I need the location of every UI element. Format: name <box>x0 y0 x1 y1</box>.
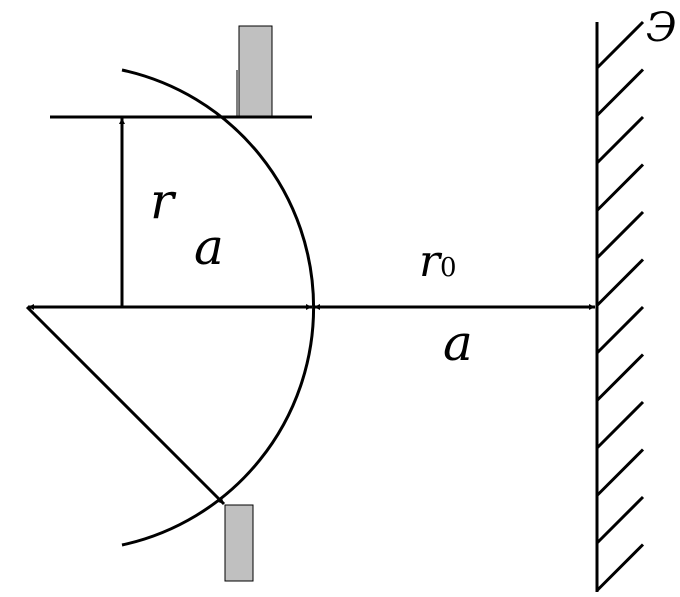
upper-block <box>238 25 273 118</box>
label-r0-base: r <box>419 236 441 287</box>
hatch-line <box>595 543 645 592</box>
hatch-line <box>595 115 645 165</box>
label-screen: Э <box>646 5 677 51</box>
hatch-line <box>595 448 645 497</box>
hatch-line <box>595 68 645 117</box>
label-r: r <box>150 172 174 230</box>
label-r0: r0 <box>419 240 457 284</box>
hatch-line <box>595 163 645 212</box>
hatch-line <box>595 400 645 450</box>
label-r0-subscript: 0 <box>440 253 457 283</box>
arrow-diagonal <box>25 305 226 506</box>
hatch-line <box>595 353 645 402</box>
hatch-line <box>595 495 645 545</box>
screen-hatching <box>595 20 645 592</box>
lower-block <box>224 504 254 582</box>
label-a-upper: a <box>194 218 224 276</box>
hatch-line <box>595 258 645 307</box>
hatch-line <box>595 305 645 355</box>
hatch-line <box>595 20 645 70</box>
arc-surface <box>121 68 316 547</box>
hatch-line <box>595 210 645 260</box>
label-a-lower: a <box>443 314 473 372</box>
